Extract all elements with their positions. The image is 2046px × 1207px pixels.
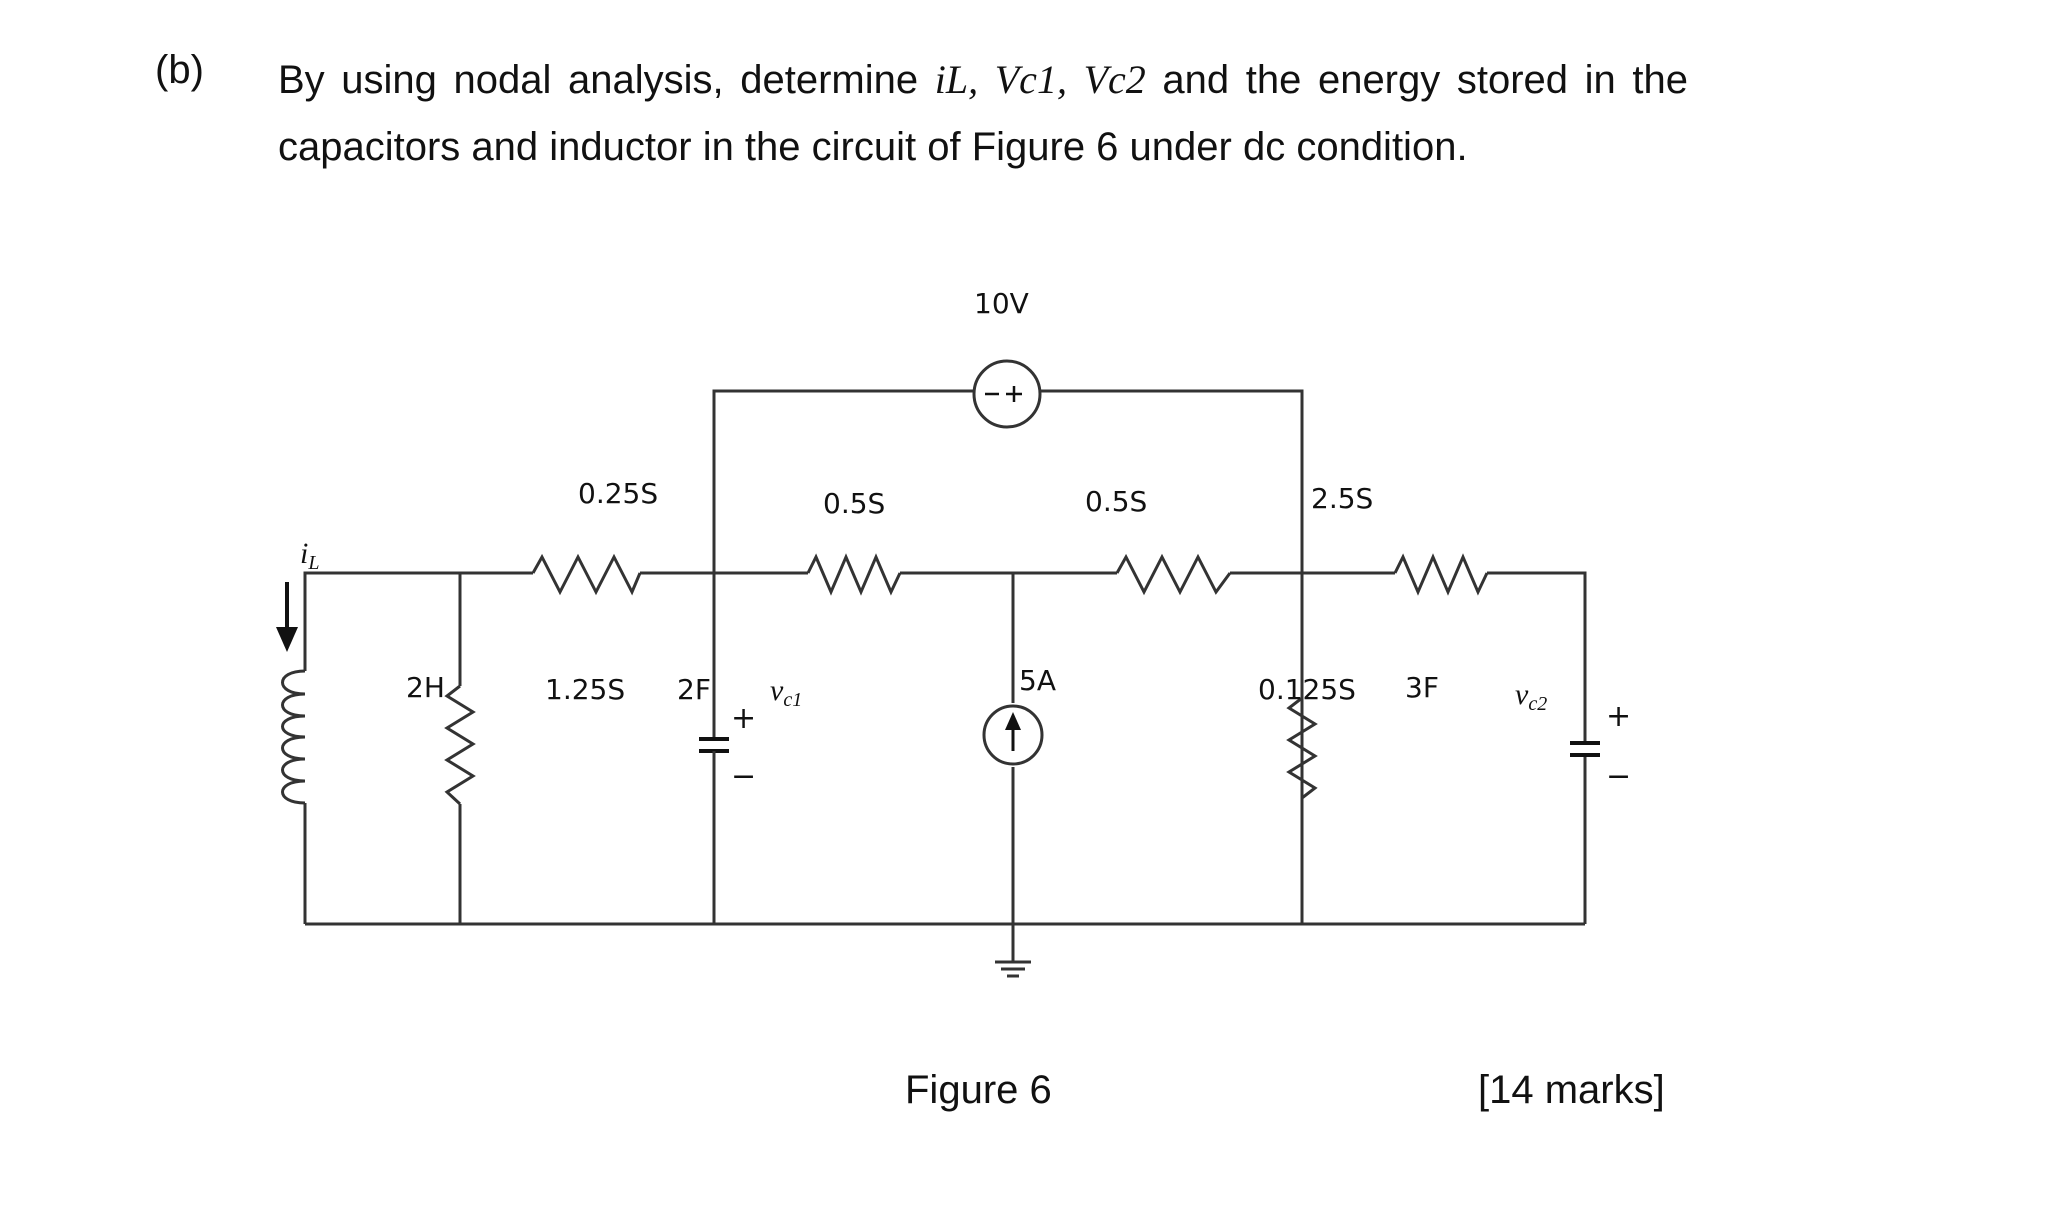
var-vc2: Vc2 — [1083, 57, 1146, 102]
il-arrow-head — [276, 627, 298, 652]
voltage-source-polarity — [985, 386, 1022, 402]
resistor-125S — [444, 684, 476, 806]
resistor-05S-right — [1115, 553, 1232, 596]
question-text: By using nodal analysis, determine iL, V… — [278, 46, 1688, 181]
vc1-minus: − — [731, 759, 756, 794]
wire-source-right — [1040, 389, 1304, 924]
current-source-5A — [982, 704, 1044, 766]
label-25s: 2.5S — [1311, 482, 1373, 515]
label-0125s: 0.125S — [1258, 673, 1356, 706]
label-025s: 0.25S — [578, 477, 658, 510]
vc2-plus: + — [1606, 699, 1631, 734]
question-line-1-end: and the energy stored in the — [1162, 58, 1689, 102]
label-05s-right: 0.5S — [1085, 485, 1147, 518]
label-125s: 1.25S — [545, 673, 625, 706]
label-3f: 3F — [1405, 671, 1439, 704]
question-line-1-start: By using nodal analysis, determine — [278, 58, 919, 102]
question-line-1: By using nodal analysis, determine iL, V… — [278, 46, 1688, 114]
question-line-2: capacitors and inductor in the circuit o… — [278, 125, 1468, 169]
inductor-wire — [303, 571, 460, 924]
resistor-0125S — [1286, 696, 1318, 800]
wire-node-a — [712, 389, 973, 924]
wire-top-right — [1302, 571, 1587, 924]
resistor-025S — [531, 553, 642, 596]
vc1-plus: + — [731, 701, 756, 736]
label-vc1: vc1 — [770, 674, 802, 711]
voltage-source — [972, 359, 1042, 429]
marks-label: [14 marks] — [1478, 1068, 1665, 1112]
label-il: iL — [300, 537, 319, 574]
inductor-coil — [281, 669, 306, 805]
resistor-25S — [1393, 553, 1489, 596]
label-10v: 10V — [974, 287, 1029, 320]
resistor-05S-left — [806, 553, 902, 596]
label-vc2: vc2 — [1515, 678, 1547, 715]
current-source-arrow-head — [1005, 712, 1021, 730]
label-5a: 5A — [1019, 664, 1056, 697]
question-label: (b) — [155, 48, 204, 92]
capacitor-2F-plates — [699, 737, 729, 753]
ground-symbol — [995, 924, 1031, 978]
capacitor-3F-plates — [1570, 741, 1600, 757]
var-vc1: Vc1, — [994, 57, 1067, 102]
figure-caption: Figure 6 — [905, 1068, 1052, 1112]
var-il: iL, — [934, 57, 979, 102]
label-05s-left: 0.5S — [823, 487, 885, 520]
vc2-minus: − — [1606, 759, 1631, 794]
label-2h: 2H — [406, 671, 445, 704]
label-2f: 2F — [677, 673, 711, 706]
